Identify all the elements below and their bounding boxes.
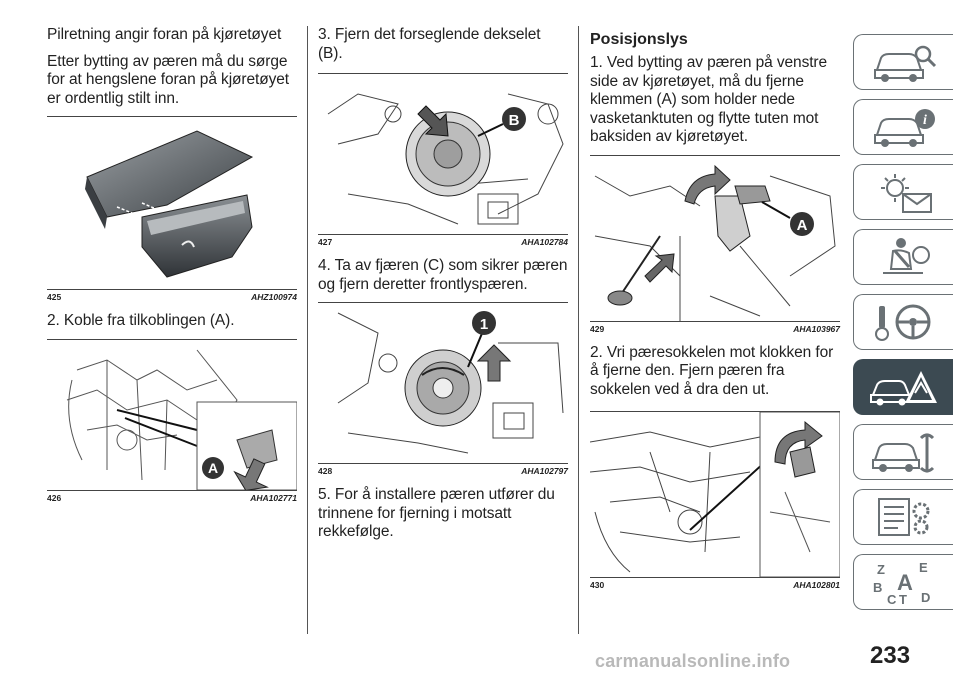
chapter-tabs: i (853, 34, 960, 619)
tab-dashboard[interactable]: i (853, 99, 953, 155)
car-service-icon (871, 433, 934, 473)
index-letter: T (899, 592, 907, 606)
column-divider (307, 26, 308, 634)
svg-text:i: i (923, 113, 927, 128)
step-4-text: 4. Ta av fjæren (C) som sikrer pæren og … (318, 257, 568, 293)
figure-code: AHA102797 (521, 466, 568, 476)
step-3-text: 3. Fjern det forseglende dekselet (B). (318, 26, 541, 62)
callout-label: 1 (480, 316, 488, 333)
figure-number: 425 (47, 292, 62, 302)
figure-code: AHA102801 (793, 580, 840, 590)
figure-430 (590, 411, 840, 578)
intro-text-2: Etter bytting av pæren må du sørge for a… (47, 52, 289, 107)
column-3: Posisjonslys 1. Ved bytting av pæren på … (590, 26, 840, 600)
bulb-spring-illustration: 1 (337, 311, 564, 454)
tab-emergency[interactable] (853, 359, 953, 415)
index-letter: C (887, 592, 897, 606)
washer-spout-illustration: A (594, 164, 836, 321)
figure-code: AHZ100974 (251, 292, 297, 302)
column-divider (578, 26, 579, 634)
figure-429-caption: 429 AHA103967 (590, 324, 840, 334)
step-2-text: 2. Koble fra tilkoblingen (A). (47, 312, 235, 329)
index-letter: Z (877, 562, 885, 577)
seatbelt-airbag-icon (882, 238, 930, 274)
tab-alphabetical-index[interactable]: Z E A B C T D (853, 554, 953, 610)
callout-label: A (208, 460, 218, 476)
index-letter: E (919, 560, 928, 575)
index-letter: A (897, 570, 913, 595)
page-number: 233 (870, 642, 911, 669)
column-1: Pilretning angir foran på kjøretøyet Ett… (47, 26, 297, 513)
figure-426: A (47, 338, 297, 491)
car-info-icon: i (873, 109, 935, 147)
tab-vehicle-overview[interactable] (853, 34, 953, 90)
figure-number: 427 (318, 237, 333, 247)
figure-number: 426 (47, 492, 62, 503)
figure-428: 1 (318, 302, 568, 464)
lights-message-icon (880, 174, 932, 213)
alphabetical-index-icon: Z E A B C T D (873, 560, 930, 606)
column-2: 3. Fjern det forseglende dekselet (B). B… (318, 26, 568, 550)
tab-technical-data[interactable] (853, 489, 953, 545)
headlamp-cover-illustration (85, 130, 254, 278)
figure-428-caption: 428 AHA102797 (318, 466, 568, 476)
intro-text-1: Pilretning angir foran på kjøretøyet (47, 26, 282, 43)
figure-427-caption: 427 AHA102784 (318, 237, 568, 247)
callout-label: B (509, 112, 520, 129)
figure-number: 429 (590, 323, 605, 334)
callout-label: A (797, 217, 808, 234)
figure-number: 430 (590, 580, 605, 590)
step-2-text: 2. Vri pæresokkelen mot klokken for å fj… (590, 343, 834, 398)
figure-number: 428 (318, 466, 333, 476)
tab-starting-driving[interactable] (853, 294, 953, 350)
index-letter: D (921, 590, 930, 605)
tab-lights-messages[interactable] (853, 164, 953, 220)
tab-maintenance[interactable] (853, 424, 953, 480)
car-breakdown-warning-icon (869, 371, 937, 406)
figure-425-caption: 425 AHZ100974 (47, 292, 297, 302)
sealing-cover-illustration: B (327, 93, 564, 225)
technical-data-icon (877, 498, 929, 536)
step-1-text: 1. Ved bytting av pæren på venstre side … (590, 54, 828, 145)
section-heading: Posisjonslys (590, 31, 688, 48)
watermark: carmanualsonline.info (595, 651, 791, 671)
bulb-socket-illustration (590, 412, 840, 577)
step-5-text: 5. For å installere pæren utfører du tri… (318, 486, 555, 540)
key-steering-wheel-icon (874, 304, 930, 341)
figure-code: AHA102771 (250, 492, 297, 503)
figure-426-caption: 426 AHA102771 (47, 493, 297, 503)
figure-425 (47, 116, 297, 290)
figure-430-caption: 430 AHA102801 (590, 580, 840, 590)
figure-427: B (318, 73, 568, 235)
figure-code: AHA103967 (793, 323, 840, 334)
car-search-icon (873, 45, 936, 82)
index-letter: B (873, 580, 882, 595)
figure-429: A (590, 154, 840, 322)
connector-illustration: A (66, 349, 297, 490)
tab-safety[interactable] (853, 229, 953, 285)
figure-code: AHA102784 (521, 237, 568, 247)
